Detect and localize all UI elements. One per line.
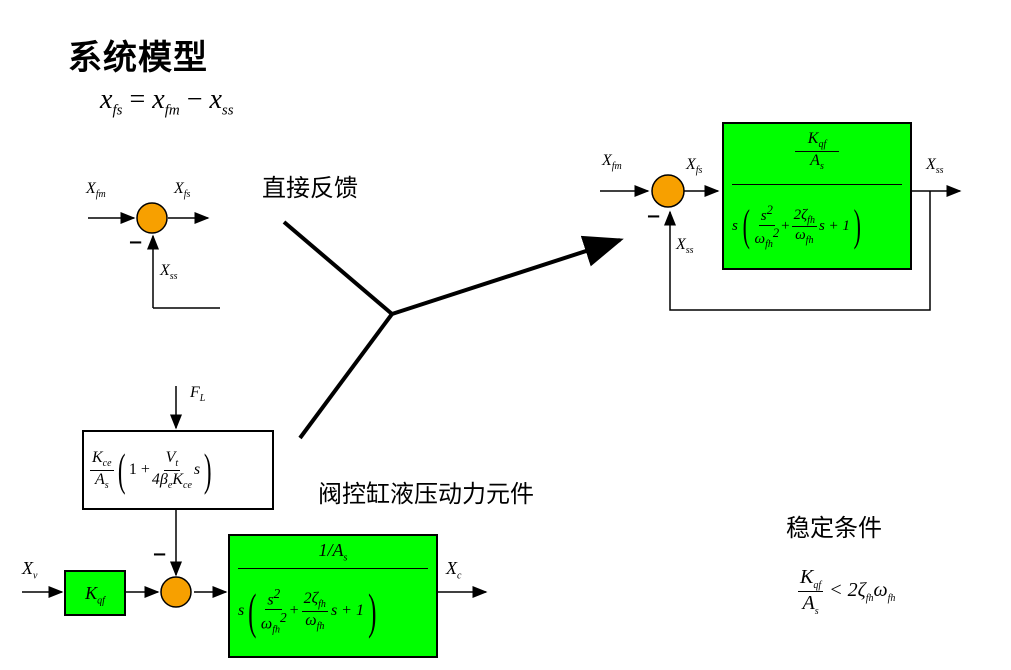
left-top-loop <box>88 212 220 309</box>
valve-input-label: Xv <box>22 558 38 582</box>
transform-connector <box>282 220 624 440</box>
label-direct-feedback: 直接反馈 <box>262 174 358 202</box>
left-top-minus-sign: − <box>128 232 144 253</box>
bottom-sum-junction <box>160 576 192 608</box>
cylinder-output-label: Xc <box>446 558 462 582</box>
left-top-output-label: Xfs <box>174 180 191 201</box>
label-stability-condition: 稳定条件 <box>786 514 882 542</box>
load-force-label: FL <box>190 384 206 405</box>
right-top-error-label: Xfs <box>686 156 703 177</box>
page-title: 系统模型 <box>68 38 208 78</box>
left-top-sum-junction <box>136 202 168 234</box>
bottom-minus-sign: − <box>152 544 168 565</box>
right-top-feedback-label: Xss <box>676 236 694 257</box>
left-top-feedback-label: Xss <box>160 262 178 283</box>
left-top-input-label: Xfm <box>86 180 106 201</box>
right-top-sum-junction <box>651 174 685 208</box>
right-top-input-label: Xfm <box>602 152 622 173</box>
label-valve-cylinder: 阀控缸液压动力元件 <box>318 480 534 508</box>
right-top-minus-sign: − <box>646 206 662 227</box>
flow-gain-block: Kqf <box>64 570 126 616</box>
feedback-equation: xfs = xfm − xss <box>100 84 234 119</box>
right-top-output-label: Xss <box>926 156 944 177</box>
right-top-loop <box>600 185 962 311</box>
bottom-loop <box>22 386 488 598</box>
